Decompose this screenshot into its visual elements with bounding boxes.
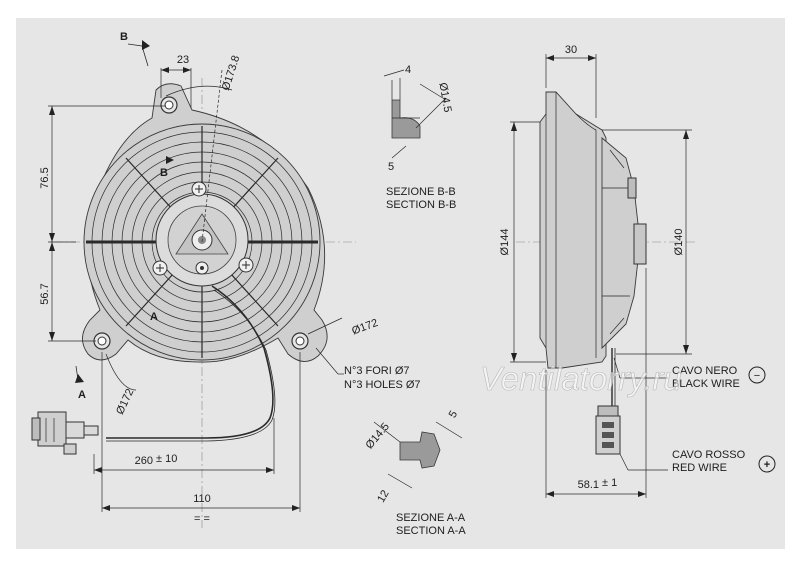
wire-connector bbox=[31, 411, 99, 455]
dim-section-b-width: 4 bbox=[405, 64, 411, 76]
holes-note-it: N°3 FORI Ø7 bbox=[344, 365, 410, 377]
dim-equal-mark: = = bbox=[194, 513, 210, 525]
technical-drawing: 76.5 56.7 23 Ø173.8 B B A A Ø172 Ø172 N°… bbox=[31, 31, 776, 537]
dim-outer-diameter: Ø144 bbox=[499, 229, 511, 256]
fan-side-housing bbox=[539, 91, 607, 369]
negative-sign: − bbox=[754, 370, 760, 382]
dim-wire-length: 260 bbox=[135, 455, 153, 467]
section-b-b-title-en: SECTION B-B bbox=[386, 199, 456, 211]
dim-inner-diameter: Ø140 bbox=[673, 229, 685, 256]
dim-bolt-circle-top: Ø173.8 bbox=[220, 54, 243, 92]
dim-hole-spacing: 110 bbox=[193, 493, 211, 505]
watermark-text: Ventilatorry.ru bbox=[480, 360, 682, 397]
dim-section-b-diameter: Ø14.5 bbox=[436, 82, 453, 114]
dim-section-b-height: 5 bbox=[388, 161, 394, 173]
dim-section-a-height: 12 bbox=[375, 488, 392, 505]
section-b-b-title-it: SEZIONE B-B bbox=[386, 186, 456, 198]
section-b-marker-inner: B bbox=[160, 167, 168, 179]
section-a-a-title-en: SECTION A-A bbox=[396, 525, 466, 537]
positive-sign: + bbox=[764, 459, 770, 471]
red-wire-label-en: RED WIRE bbox=[672, 462, 727, 474]
motor-screws bbox=[152, 181, 254, 276]
section-a-marker-inner: A bbox=[150, 311, 158, 323]
dim-depth-tol: ± 1 bbox=[602, 477, 617, 489]
dim-wire-length-tol: ± 10 bbox=[156, 453, 177, 465]
dim-bolt-circle-right: Ø172 bbox=[350, 317, 379, 337]
holes-note-en: N°3 HOLES Ø7 bbox=[344, 379, 421, 391]
dim-tab-width: 23 bbox=[177, 54, 189, 66]
black-wire-label-en: BLACK WIRE bbox=[672, 378, 740, 390]
black-wire-label-it: CAVO NERO bbox=[672, 365, 738, 377]
dim-side-top-width: 30 bbox=[565, 44, 577, 56]
section-b-marker-top: B bbox=[120, 31, 128, 43]
drawing-sheet: 76.5 56.7 23 Ø173.8 B B A A Ø172 Ø172 N°… bbox=[16, 18, 785, 549]
power-wire bbox=[106, 285, 274, 439]
dim-height-bottom: 56.7 bbox=[39, 283, 51, 304]
positive-terminal-icon bbox=[758, 455, 776, 473]
dim-bolt-circle-left: Ø172 bbox=[114, 387, 136, 416]
side-connector bbox=[595, 405, 621, 455]
section-a-a: Ø14.5 5 12 SEZIONE A-A SECTION A-A bbox=[363, 409, 466, 537]
section-b-b: 4 Ø14.5 5 SEZIONE B-B SECTION B-B bbox=[383, 64, 456, 211]
front-view: 76.5 56.7 23 Ø173.8 B B A A Ø172 Ø172 N°… bbox=[31, 31, 421, 528]
grommet-b-profile bbox=[391, 99, 421, 139]
grommet-a-profile bbox=[399, 431, 441, 469]
dim-depth: 58.1 bbox=[578, 479, 599, 491]
red-wire-label-it: CAVO ROSSO bbox=[672, 449, 746, 461]
dim-section-a-width: 5 bbox=[447, 409, 460, 420]
mounting-holes bbox=[93, 96, 309, 350]
side-view: 30 Ø144 Ø140 58.1 ± 1 CAVO NERO BLACK WI… bbox=[499, 44, 776, 498]
fan-grille bbox=[86, 126, 318, 358]
dim-section-a-diameter: Ø14.5 bbox=[363, 421, 391, 452]
section-a-a-title-it: SEZIONE A-A bbox=[396, 512, 466, 524]
negative-terminal-icon bbox=[748, 366, 766, 384]
section-a-marker-bottom: A bbox=[78, 389, 86, 401]
dim-height-top: 76.5 bbox=[39, 167, 51, 188]
